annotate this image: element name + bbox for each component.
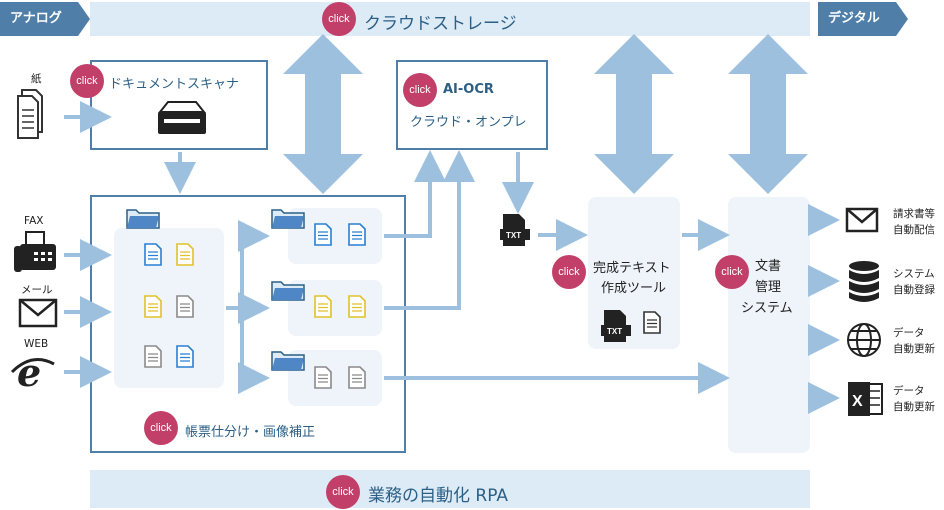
svg-text:e: e <box>17 350 41 395</box>
paper-doc-icon <box>17 89 43 139</box>
rpa-title: 業務の自動化 RPA <box>368 486 509 506</box>
click-badge-rpa[interactable]: click <box>326 475 360 509</box>
scanner-icon <box>157 101 207 134</box>
output-label-2a: システム <box>893 268 935 280</box>
text-doc-icon <box>643 311 661 334</box>
click-badge-scanner[interactable]: click <box>70 64 104 98</box>
output-label-2b: 自動登録 <box>893 284 935 296</box>
browser-e-icon: e <box>10 350 55 395</box>
cloud-storage-title: クラウドストレージ <box>364 14 517 34</box>
ocr-subtitle: クラウド・オンプレ <box>410 115 527 130</box>
folder-icon-gray <box>271 351 305 371</box>
folder-icon-input <box>126 209 160 229</box>
gray-doc-icons <box>314 366 366 389</box>
mail-icon <box>18 298 58 328</box>
input-label-web: WEB <box>24 338 49 350</box>
text-tool-line1: 完成テキスト <box>593 261 671 276</box>
database-icon <box>849 261 879 302</box>
scanner-title: ドキュメントスキャナ <box>109 77 240 92</box>
doc-system-line1: 文書 <box>755 259 782 274</box>
fax-icon <box>14 231 56 272</box>
txt-file-icon-tool: TXT <box>601 310 631 342</box>
digital-tag <box>818 2 908 36</box>
txt-label: TXT <box>506 231 521 240</box>
cloud-storage-band <box>90 2 810 36</box>
click-badge-text-tool[interactable]: click <box>552 255 586 289</box>
click-badge-ocr[interactable]: click <box>403 73 437 107</box>
output-label-4a: データ <box>893 385 925 397</box>
doc-system-line3: システム <box>741 301 793 316</box>
input-docs-panel <box>114 228 224 388</box>
output-label-1a: 請求書等 <box>893 208 935 220</box>
cloud-sync-arrow-middle <box>594 34 674 194</box>
folder-icon-yellow <box>271 281 305 301</box>
output-label-3a: データ <box>893 327 925 339</box>
output-label-1b: 自動配信 <box>893 224 935 236</box>
text-tool-panel <box>588 197 680 349</box>
doc-system-line2: 管理 <box>755 280 782 295</box>
output-label-3b: 自動更新 <box>893 343 935 355</box>
excel-icon: X <box>848 382 883 416</box>
digital-tag-label: デジタル <box>828 11 880 26</box>
click-badge-sorting[interactable]: click <box>144 411 178 445</box>
blue-doc-icons <box>314 223 366 246</box>
doc-system-panel <box>728 197 810 453</box>
output-label-4b: 自動更新 <box>893 401 935 413</box>
scanner-box <box>90 60 268 150</box>
svg-text:X: X <box>852 393 863 410</box>
input-label-paper: 紙 <box>31 73 42 85</box>
sorting-title: 帳票仕分け・画像補正 <box>185 425 316 440</box>
globe-icon <box>847 323 881 357</box>
click-badge-cloud[interactable]: click <box>322 2 356 36</box>
yellow-doc-icons <box>314 295 366 318</box>
txt-file-icon: TXT <box>500 214 530 246</box>
mixed-doc-icons <box>144 243 194 368</box>
ocr-title: AI-OCR <box>443 82 494 97</box>
txt-label-tool: TXT <box>607 327 622 336</box>
folder-icon-blue <box>271 209 305 229</box>
analog-tag <box>0 2 90 36</box>
rpa-band <box>90 470 810 508</box>
text-tool-line2: 作成ツール <box>601 281 667 296</box>
cloud-sync-arrow-right <box>728 34 808 194</box>
input-label-fax: FAX <box>24 215 44 227</box>
envelope-icon <box>845 207 879 233</box>
cloud-sync-arrow-left <box>283 34 363 194</box>
click-badge-doc-system[interactable]: click <box>715 255 749 289</box>
analog-tag-label: アナログ <box>10 11 62 26</box>
input-label-mail: メール <box>21 284 53 296</box>
